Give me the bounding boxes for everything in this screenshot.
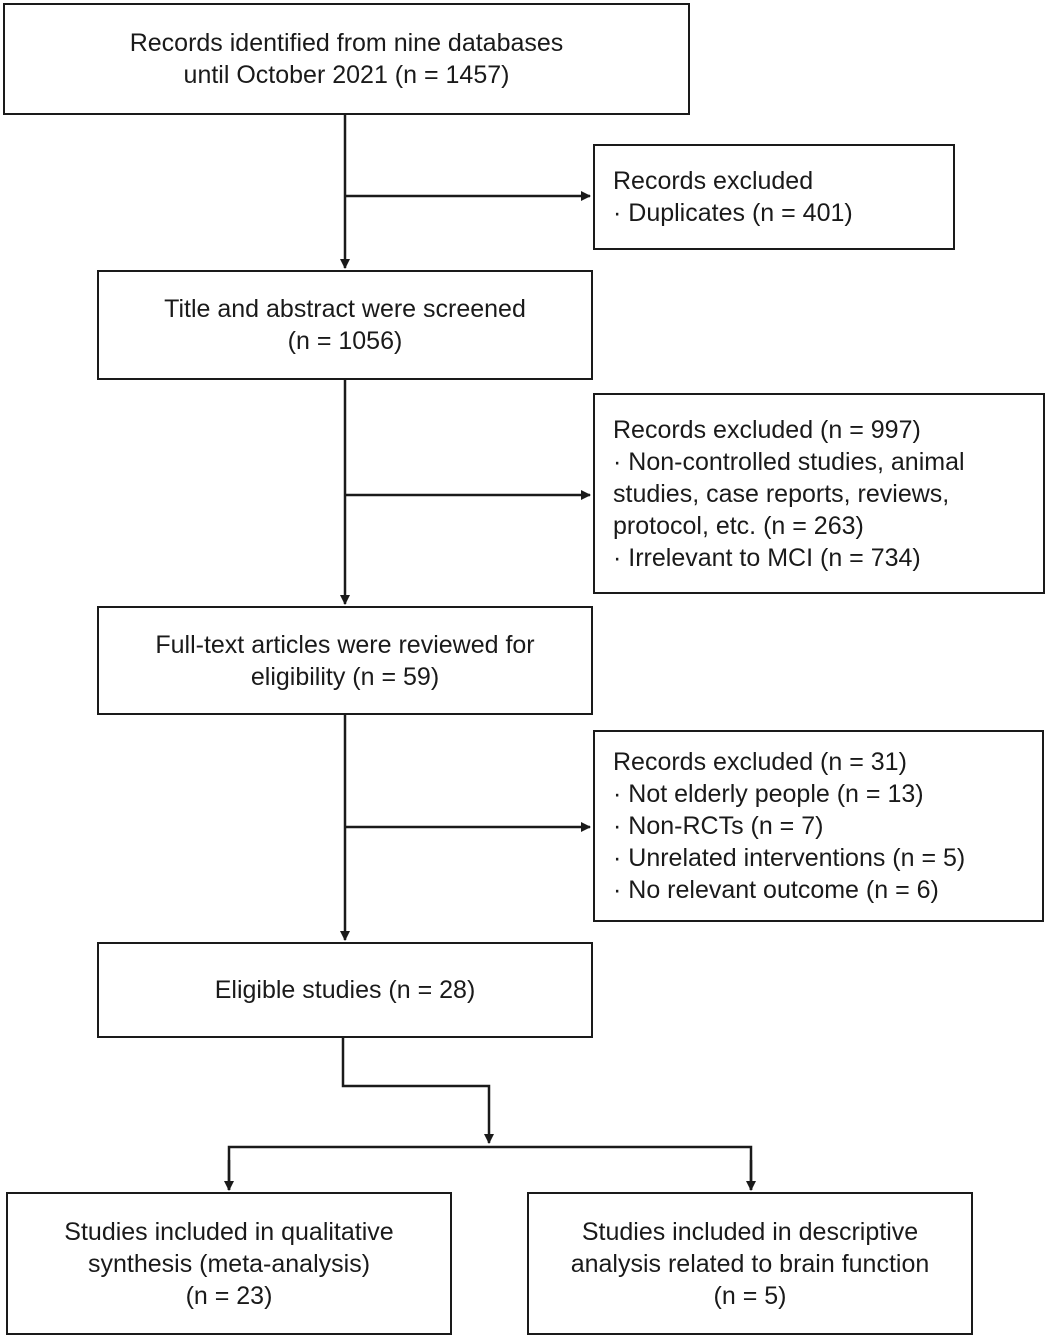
title-abstract-box: Title and abstract were screened (n = 10…	[97, 270, 593, 380]
descriptive-analysis-box: Studies included in descriptive analysis…	[527, 1192, 973, 1335]
records-identified-box: Records identified from nine databases u…	[3, 3, 690, 115]
connector-split-bar	[227, 1145, 753, 1190]
eligible-studies-box: Eligible studies (n = 28)	[97, 942, 593, 1038]
excluded-screening-box: Records excluded (n = 997) · Non-control…	[593, 393, 1045, 594]
qualitative-line-1: Studies included in qualitative	[64, 1217, 394, 1246]
excluded-fulltext-line-2: · Not elderly people (n = 13)	[613, 780, 924, 808]
connector-eligible-to-split	[341, 1037, 494, 1144]
eligible-studies-line-1: Eligible studies (n = 28)	[214, 976, 476, 1004]
descriptive-line-2: analysis related to brain function	[570, 1249, 930, 1278]
excluded-fulltext-line-5: · No relevant outcome (n = 6)	[613, 876, 939, 904]
excluded-fulltext-line-3: · Non-RCTs (n = 7)	[613, 812, 824, 840]
excluded-duplicates-line-2: · Duplicates (n = 401)	[613, 199, 853, 227]
excluded-fulltext-line-1: Records excluded (n = 31)	[613, 748, 907, 776]
excluded-fulltext-line-4: · Unrelated interventions (n = 5)	[613, 844, 966, 872]
full-text-line-2: eligibility (n = 59)	[250, 662, 440, 691]
records-identified-line-1: Records identified from nine databases	[129, 29, 564, 57]
excluded-fulltext-box: Records excluded (n = 31) · Not elderly …	[593, 730, 1044, 922]
excluded-screening-line-3: studies, case reports, reviews,	[613, 479, 950, 508]
full-text-box: Full-text articles were reviewed for eli…	[97, 606, 593, 715]
excluded-screening-line-4: protocol, etc. (n = 263)	[613, 511, 864, 540]
title-abstract-line-2: (n = 1056)	[287, 327, 403, 355]
records-identified-line-2: until October 2021 (n = 1457)	[183, 61, 510, 89]
excluded-screening-line-2: · Non-controlled studies, animal	[613, 447, 965, 476]
full-text-line-1: Full-text articles were reviewed for	[155, 630, 535, 659]
excluded-duplicates-box: Records excluded · Duplicates (n = 401)	[593, 144, 955, 250]
excluded-screening-line-5: · Irrelevant to MCI (n = 734)	[613, 543, 921, 572]
qualitative-line-3: (n = 23)	[185, 1281, 273, 1310]
qualitative-synthesis-box: Studies included in qualitative synthesi…	[6, 1192, 452, 1335]
title-abstract-line-1: Title and abstract were screened	[164, 295, 526, 323]
descriptive-line-3: (n = 5)	[713, 1281, 787, 1310]
descriptive-line-1: Studies included in descriptive	[581, 1217, 919, 1246]
excluded-duplicates-line-1: Records excluded	[613, 167, 814, 195]
qualitative-line-2: synthesis (meta-analysis)	[87, 1249, 371, 1278]
excluded-screening-line-1: Records excluded (n = 997)	[613, 415, 921, 444]
